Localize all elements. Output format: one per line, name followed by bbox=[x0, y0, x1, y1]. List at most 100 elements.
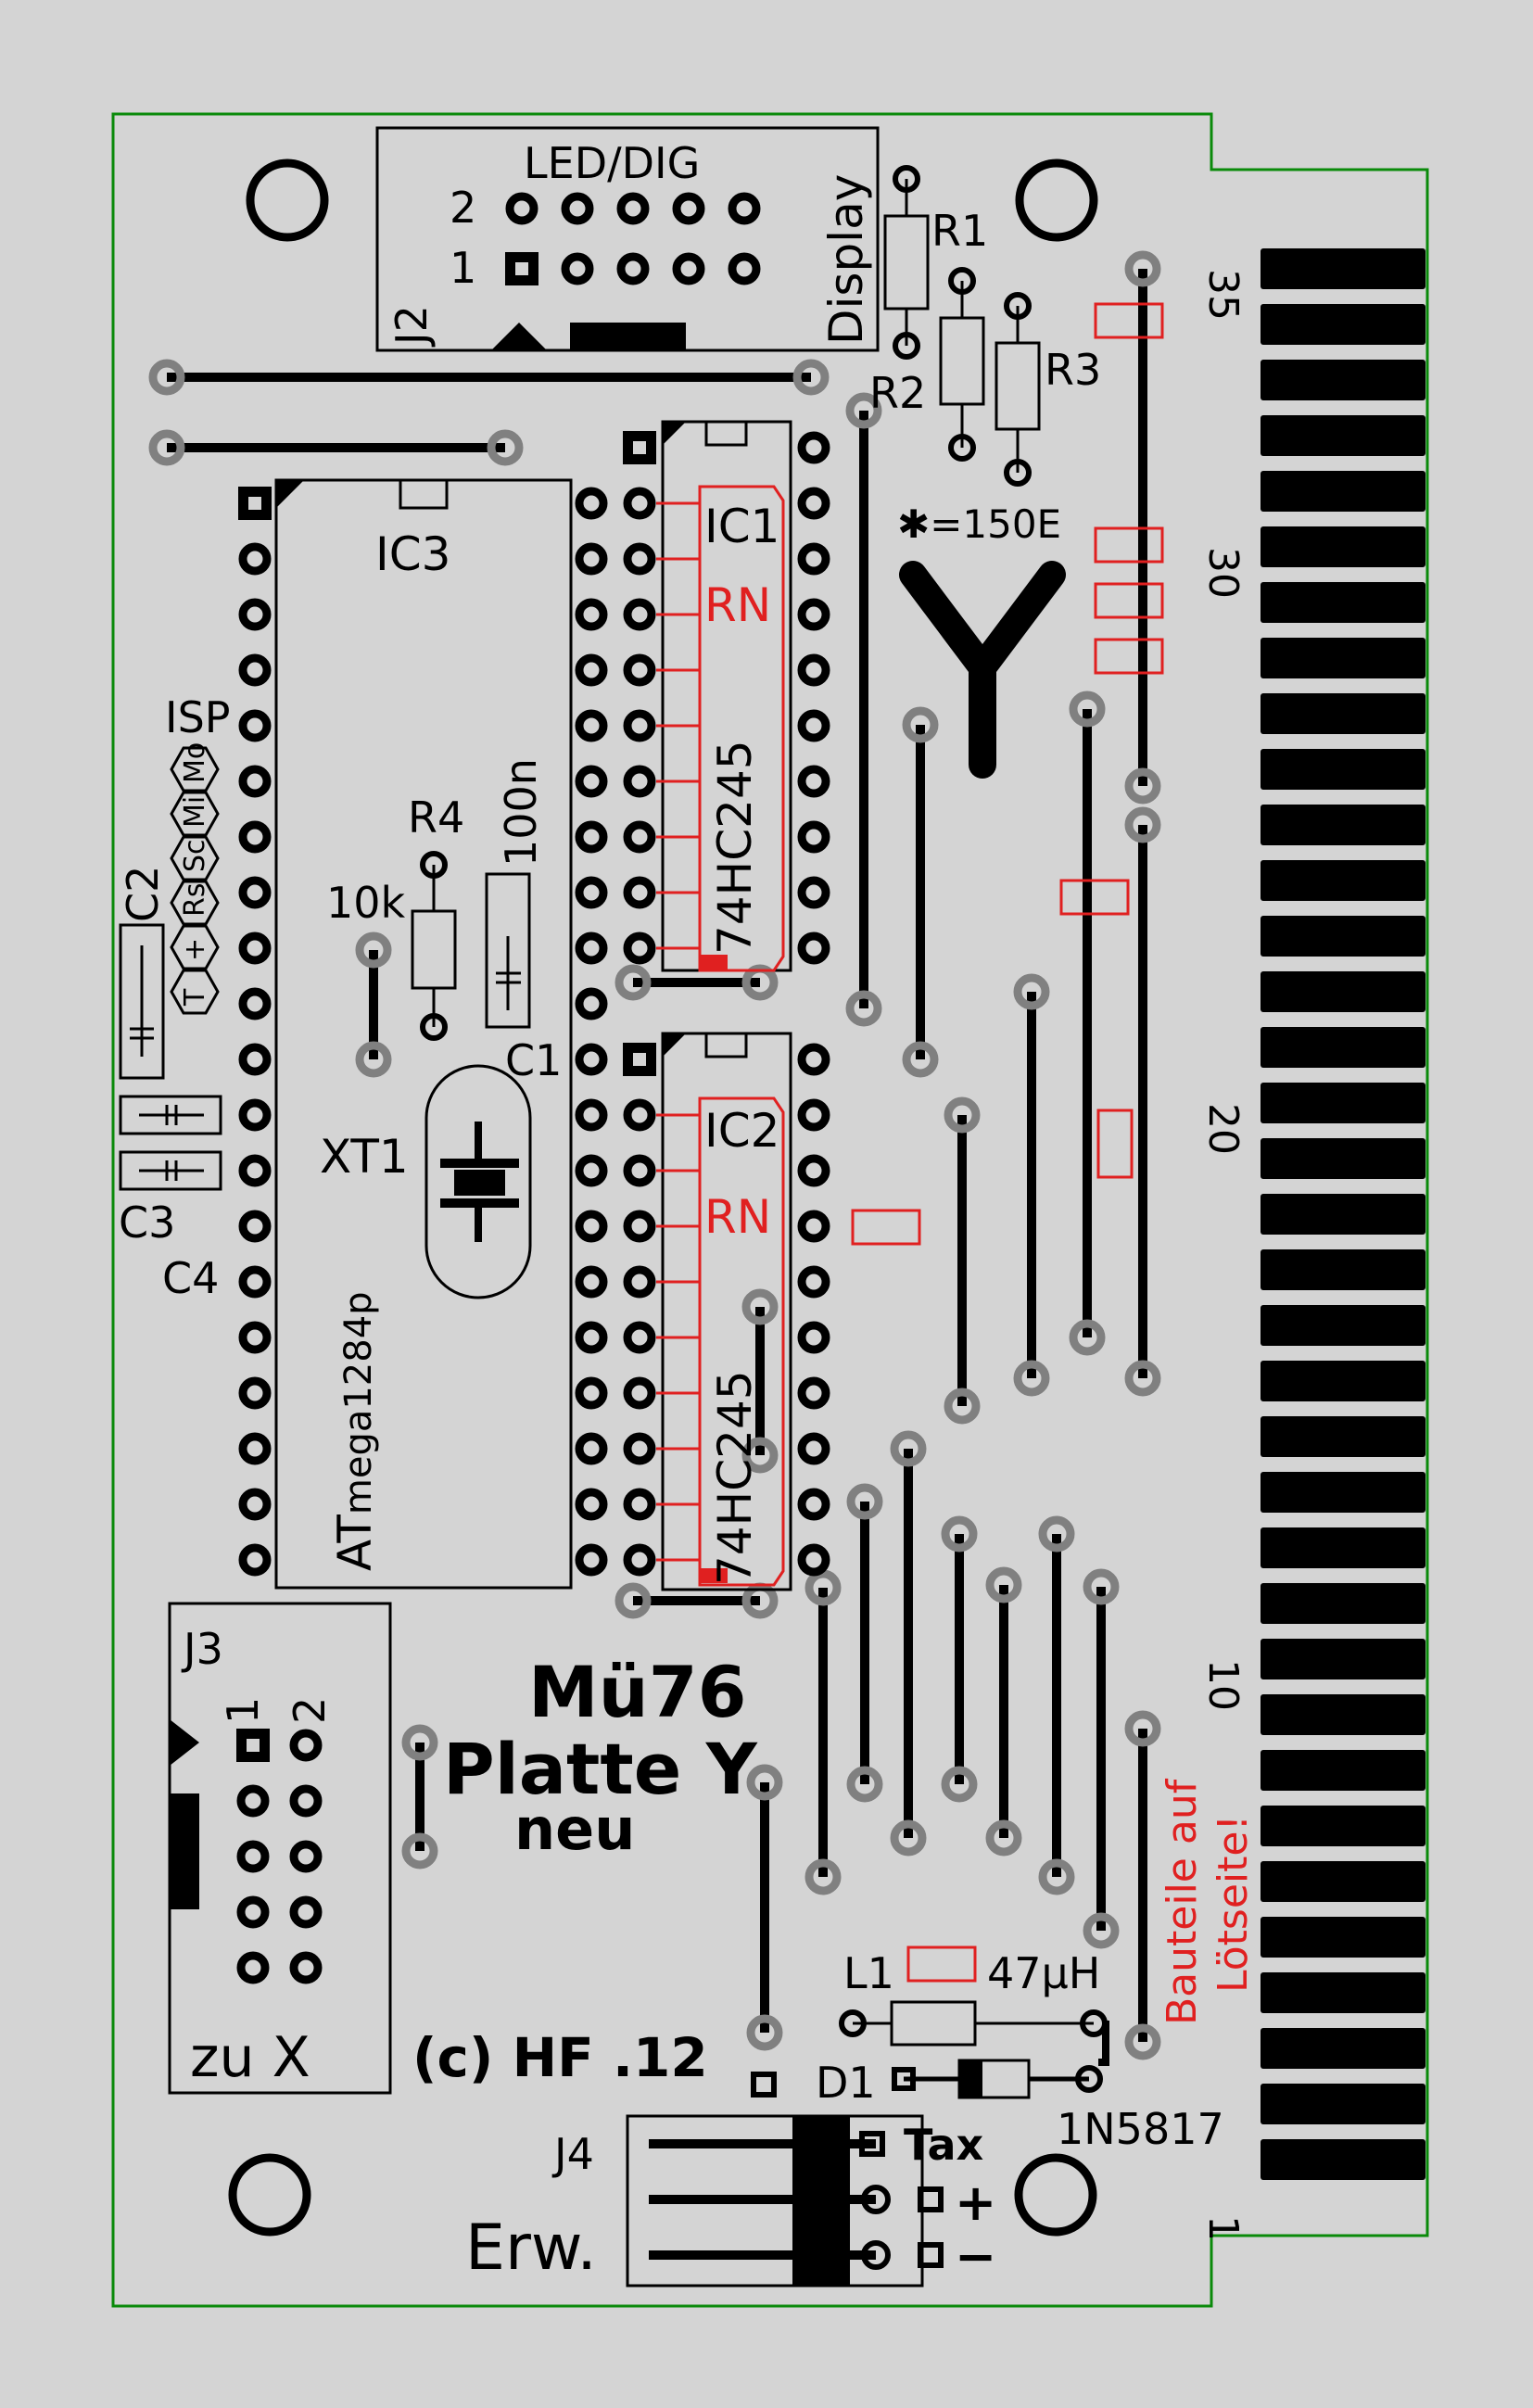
ic1-pin bbox=[623, 598, 656, 631]
j4-pin-minus: − bbox=[955, 2227, 996, 2286]
isp-pad bbox=[170, 746, 220, 792]
edge-finger bbox=[1261, 1527, 1425, 1568]
j4-connector bbox=[626, 2072, 944, 2288]
jumper-pad bbox=[401, 1832, 438, 1869]
j4-pin-plus: + bbox=[955, 2174, 996, 2232]
j2-pin bbox=[616, 192, 650, 225]
isp-ref: ISP bbox=[165, 692, 231, 742]
edge-finger bbox=[1261, 360, 1425, 400]
ic1-pin bbox=[623, 542, 656, 576]
ic2-rn-label: RN bbox=[704, 1190, 771, 1244]
j4-pin-tax: Tax bbox=[904, 2120, 983, 2170]
ic3-pin bbox=[238, 1210, 272, 1243]
edge-label: 35 bbox=[1199, 269, 1247, 321]
ic1-pin bbox=[623, 820, 656, 854]
jumper-pad bbox=[1124, 2023, 1161, 2060]
smd-outlines bbox=[851, 302, 1164, 1983]
j3-pin bbox=[236, 1895, 270, 1929]
j2-label-side: Display bbox=[819, 174, 873, 345]
ic2-pin bbox=[797, 1432, 830, 1465]
edge-finger bbox=[1261, 1694, 1425, 1735]
isp-pin-label: + bbox=[179, 938, 211, 961]
j2-ref: J2 bbox=[386, 305, 437, 348]
ic3-part: ATmega1284p bbox=[328, 1291, 382, 1571]
edge-finger bbox=[1261, 1750, 1425, 1791]
ic3-pin bbox=[575, 987, 608, 1020]
copyright: (c) HF .12 bbox=[412, 2026, 708, 2089]
jumper-pad bbox=[941, 1515, 978, 1553]
edge-finger bbox=[1261, 1861, 1425, 1902]
edge-finger bbox=[1261, 638, 1425, 678]
cap-c1 bbox=[485, 872, 531, 1029]
edge-label: 20 bbox=[1199, 1103, 1247, 1155]
edge-finger bbox=[1261, 1416, 1425, 1457]
edge-label: 30 bbox=[1199, 547, 1247, 599]
j3-pin bbox=[289, 1951, 323, 1984]
ic2-pin bbox=[797, 1488, 830, 1521]
ic1-part: 74HC245 bbox=[708, 740, 762, 955]
j2-pin1-label: 1 bbox=[450, 243, 476, 293]
isp-pad bbox=[170, 791, 220, 837]
jumper-pad bbox=[941, 1766, 978, 1803]
jumper-pad bbox=[741, 1582, 779, 1619]
ic2-pin bbox=[797, 1265, 830, 1299]
jumper-pad bbox=[741, 1288, 779, 1325]
ic2-pin bbox=[797, 1043, 830, 1076]
isp-pin-label: Mo bbox=[179, 742, 211, 783]
r4-value: 10k bbox=[326, 878, 406, 928]
j3-header bbox=[168, 1602, 392, 2095]
j4-label: Erw. bbox=[465, 2212, 597, 2285]
ic3-pin bbox=[238, 876, 272, 909]
ic2-pin bbox=[797, 1098, 830, 1132]
ic1-pin bbox=[623, 709, 656, 742]
ic3-pin bbox=[575, 765, 608, 798]
ic3-pin bbox=[238, 1154, 272, 1187]
jumper-pad bbox=[1013, 1360, 1050, 1397]
j3-pin bbox=[236, 1840, 270, 1873]
jumper-pad bbox=[614, 1582, 652, 1619]
jumper-pad bbox=[890, 1819, 927, 1857]
edge-label: 10 bbox=[1199, 1659, 1247, 1711]
jumper-pad bbox=[890, 1430, 927, 1467]
jumper-pad bbox=[944, 1096, 981, 1134]
j3-pin bbox=[289, 1895, 323, 1929]
resistor-r4 bbox=[411, 851, 457, 1041]
l1-ref: L1 bbox=[843, 1948, 894, 1998]
isp-pad bbox=[170, 880, 220, 926]
c2-ref: C2 bbox=[118, 866, 168, 922]
jumper-pad bbox=[1124, 767, 1161, 805]
jumper-pad bbox=[1083, 1568, 1120, 1605]
resistors-r1-r3 bbox=[883, 165, 1041, 487]
edge-finger bbox=[1261, 2084, 1425, 2124]
edge-finger bbox=[1261, 1027, 1425, 1068]
edge-finger bbox=[1261, 1917, 1425, 1958]
ic3-pin bbox=[575, 932, 608, 965]
j2-pin bbox=[616, 252, 650, 285]
ic1-pin bbox=[797, 765, 830, 798]
ic3-pin bbox=[238, 653, 272, 687]
ic3-pin bbox=[238, 1321, 272, 1354]
ic3-pin bbox=[238, 820, 272, 854]
jumper-pad bbox=[148, 429, 185, 466]
jumper-pad bbox=[845, 392, 882, 429]
j3-pin bbox=[289, 1784, 323, 1818]
ic1-pin bbox=[797, 487, 830, 520]
jumper-pad bbox=[1069, 691, 1106, 728]
j3-pin1: 1 bbox=[218, 1697, 268, 1724]
edge-finger bbox=[1261, 1472, 1425, 1513]
board-title-3: neu bbox=[514, 1795, 635, 1863]
ic2-pin bbox=[797, 1154, 830, 1187]
edge-finger bbox=[1261, 248, 1425, 289]
isp-pad bbox=[170, 835, 220, 881]
ic3-pin bbox=[575, 876, 608, 909]
j3-dest: zu X bbox=[190, 2025, 310, 2090]
jumper-pad bbox=[741, 1437, 779, 1474]
c3-ref: C3 bbox=[119, 1198, 175, 1248]
ic3-pin bbox=[575, 1098, 608, 1132]
ic1-pin bbox=[623, 765, 656, 798]
edge-finger bbox=[1261, 1972, 1425, 2013]
ic3-pin bbox=[238, 1098, 272, 1132]
edge-finger bbox=[1261, 526, 1425, 567]
